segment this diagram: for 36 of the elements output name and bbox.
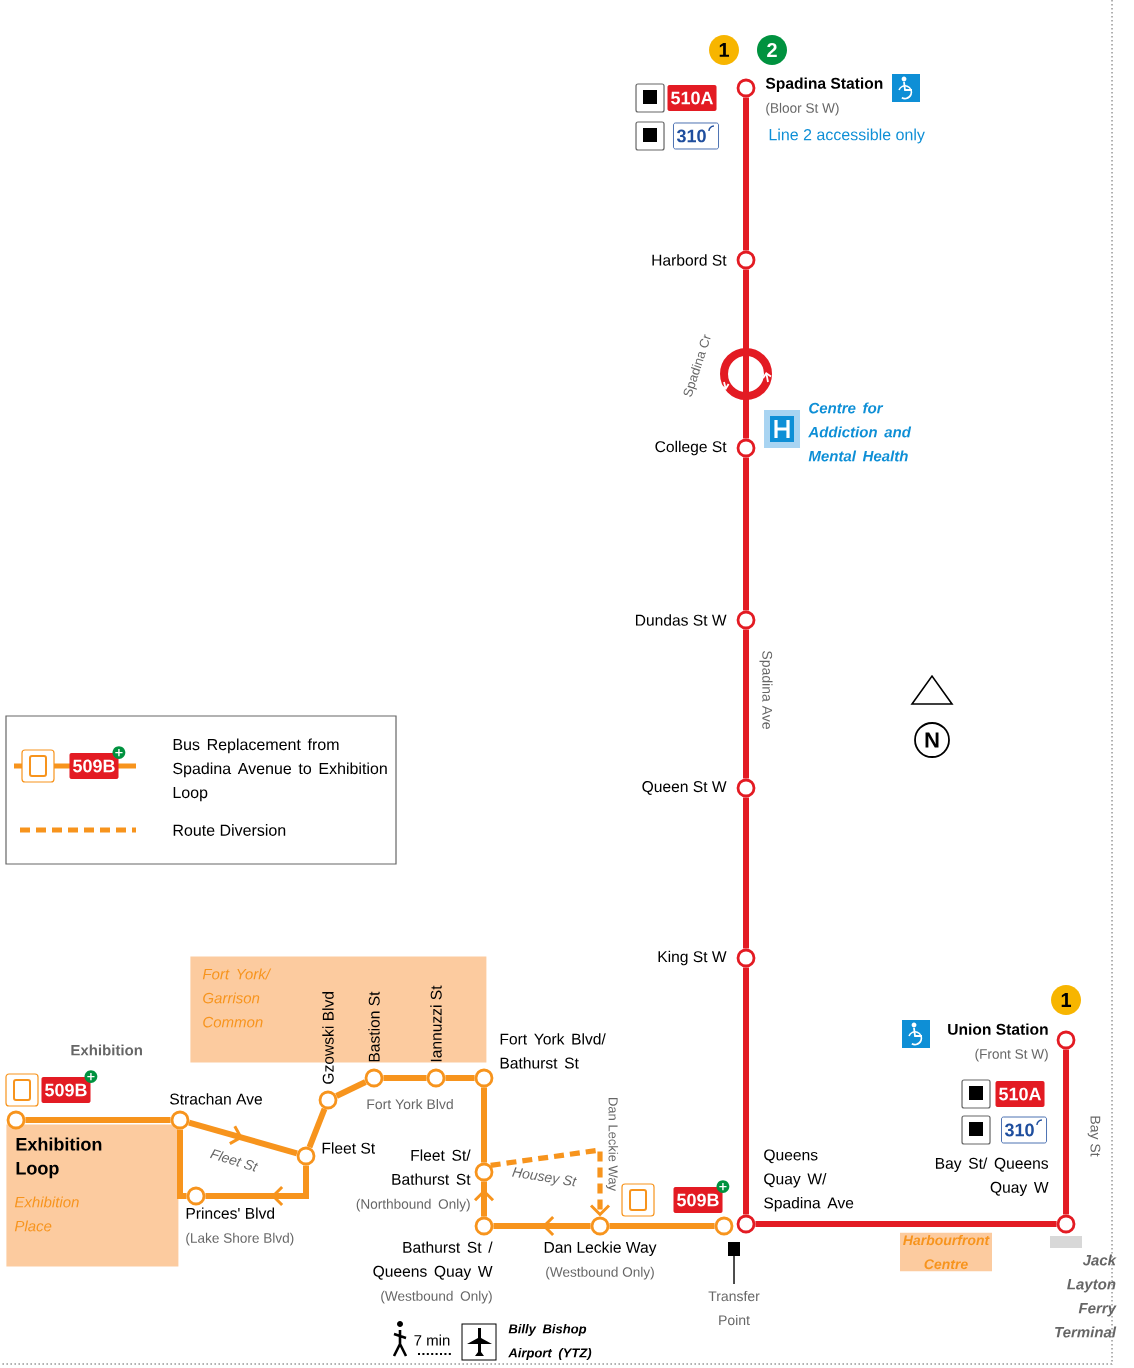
route-line [490,1147,611,1217]
route-line [755,1221,1057,1227]
route-line [743,97,749,251]
line-number: 1 [709,35,739,65]
route-line [1063,1049,1069,1215]
route-badge: 510A [995,1081,1045,1107]
route-line [743,967,749,1215]
route-line [493,1215,591,1237]
route-badge: 310 [673,122,719,150]
route-badge: 509B [673,1180,730,1213]
route-line [609,1223,715,1229]
route-line [188,1119,298,1157]
route-line [335,1079,367,1099]
legend-text: Route Diversion [173,824,286,836]
route-line [445,1075,475,1081]
route-line [205,1165,309,1207]
route-line [177,1129,187,1199]
node-label: Exhibition Loop [16,1137,102,1179]
legend-text: Bus Replacement from Spadina Avenue to Exhibition Loop [173,738,387,802]
route-line [743,457,749,611]
route-line [743,269,749,439]
node-label: Line 2 accessible only [769,128,925,144]
route-badge: 509B [41,1070,98,1103]
route-line [383,1075,427,1081]
route-line [306,1107,328,1149]
route-line [473,1181,495,1217]
route-badge: 310 [1001,1116,1047,1144]
route-line [25,1117,171,1123]
line-number: 1 [1051,985,1081,1015]
line-number: 2 [757,35,787,65]
route-badge: 510A [667,85,717,111]
route-line [481,1087,487,1163]
route-badge: 509B [69,746,126,779]
station [714,1216,734,1236]
route-line [743,629,749,779]
route-line [743,797,749,949]
